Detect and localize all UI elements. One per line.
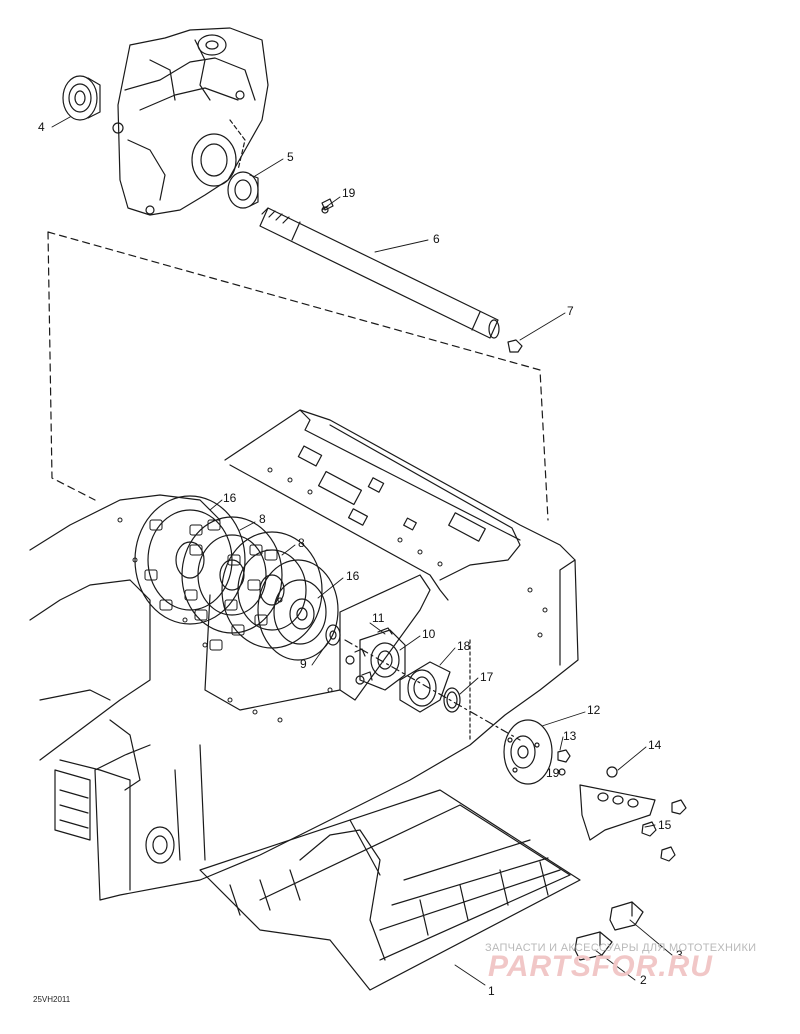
axis-centerline [344,639,521,741]
drive-wheel-12 [503,719,553,785]
callout-10: 10 [422,627,436,641]
sprocket-teeth [144,519,278,651]
callout-11: 11 [372,611,385,625]
callout-14: 14 [648,738,662,752]
callout-19-lower: 19 [546,766,560,780]
sprocket-wheel-8-a [181,516,283,634]
callout-3: 3 [676,948,683,962]
callout-19-upper: 19 [342,186,356,200]
callout-13: 13 [563,729,577,743]
callout-1: 1 [488,984,495,998]
bearing-housing-10 [359,629,406,691]
nuts-15 [641,799,687,862]
frame-rivets [117,467,548,723]
nut-13 [557,749,571,763]
watermark-brand: PARTSFOR.RU [488,950,713,983]
bearing-bracket-plate [339,574,431,701]
bracket-14 [579,766,656,841]
nut-7 [507,339,523,353]
bearing-4 [62,75,101,121]
washer-19-lower [558,768,566,776]
callout-15: 15 [658,818,672,832]
tunnel-frame [29,409,579,901]
slider-3 [609,901,644,931]
callout-4: 4 [38,120,45,134]
callout-6: 6 [433,232,440,246]
bolts-11 [354,627,393,681]
callout-labels: 4 5 19 6 7 16 8 8 16 11 10 18 9 17 12 13… [38,120,683,998]
callout-12: 12 [587,703,601,717]
projection-dashed-outline [47,231,549,521]
sprocket-wheel-16-front [257,559,339,661]
drawing-code: 25VH2011 [33,995,71,1004]
callout-16-upper: 16 [223,491,237,505]
callout-7: 7 [567,304,574,318]
chaincase-housing [112,27,269,216]
callout-16-lower: 16 [346,569,360,583]
callout-8-upper: 8 [259,512,266,526]
track-1 [199,789,581,991]
callout-17: 17 [480,670,494,684]
callout-5: 5 [287,150,294,164]
watermark: ЗАПЧАСТИ И АКСЕССУАРЫ ДЛЯ МОТОТЕХНИКИ PA… [485,942,756,983]
o-ring-17 [443,687,461,713]
seal-5 [227,171,259,209]
callout-8-lower: 8 [298,536,305,550]
callout-leader-lines [51,116,673,986]
callout-18: 18 [457,639,471,653]
bolt-19-upper [321,198,334,211]
bearing-flange-18 [399,661,451,713]
watermark-tagline: ЗАПЧАСТИ И АКСЕССУАРЫ ДЛЯ МОТОТЕХНИКИ [485,942,756,954]
callout-9: 9 [300,657,307,671]
sprocket-wheel-8-b [221,531,323,649]
callout-2: 2 [640,973,647,987]
drive-axle-6 [259,205,500,339]
